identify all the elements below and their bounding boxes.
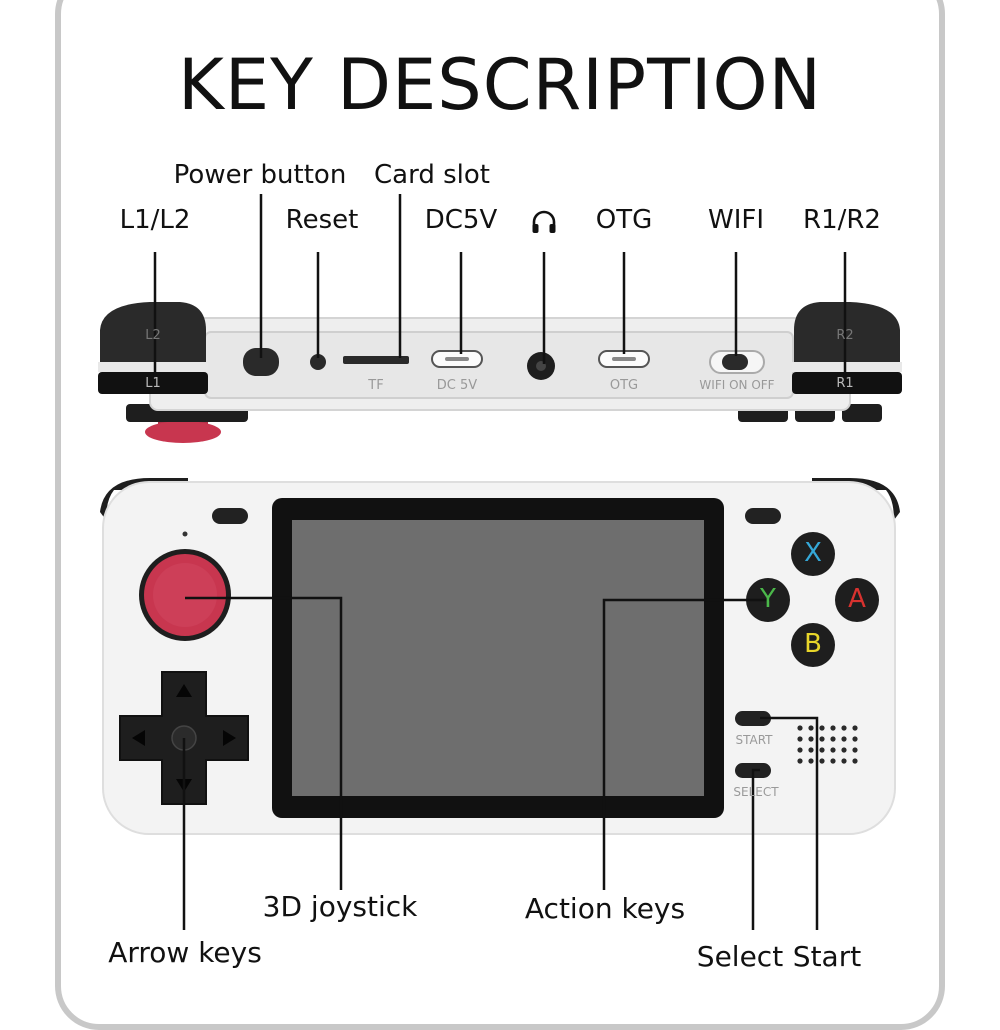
page-title: KEY DESCRIPTION <box>178 44 822 126</box>
speaker-hole <box>841 758 847 764</box>
front-small-button-right <box>745 508 781 524</box>
button-a-letter: A <box>848 584 866 614</box>
l1-text: L1 <box>145 376 161 391</box>
joystick <box>139 549 231 641</box>
dpad-left-arrow-icon <box>132 730 145 746</box>
speaker-hole <box>819 758 825 764</box>
speaker-hole <box>797 747 803 753</box>
select-text: SELECT <box>733 785 779 799</box>
button-x-letter: X <box>804 538 822 568</box>
speaker-hole <box>797 758 803 764</box>
speaker-hole <box>819 747 825 753</box>
speaker-hole <box>841 725 847 731</box>
speaker-hole <box>830 725 836 731</box>
button-a <box>835 578 879 622</box>
label-start: Start <box>792 940 862 973</box>
button-b <box>791 623 835 667</box>
headphone-icon <box>532 210 556 233</box>
otg-port-text: OTG <box>609 378 639 393</box>
shoulder-left <box>98 302 208 394</box>
dpad-up-arrow-icon <box>176 684 192 697</box>
speaker-hole <box>808 747 814 753</box>
start-text: START <box>735 733 773 747</box>
tf-text: TF <box>368 378 384 393</box>
speaker-hole <box>830 758 836 764</box>
label-card-slot: Card slot <box>374 160 490 190</box>
speaker-hole <box>819 725 825 731</box>
speaker-hole <box>819 736 825 742</box>
speaker-grille <box>797 725 858 764</box>
callout-lines <box>153 194 847 930</box>
device-illustration <box>98 194 902 930</box>
speaker-hole <box>841 736 847 742</box>
speaker-hole <box>852 747 858 753</box>
label-wifi: WIFI <box>708 205 764 235</box>
speaker-hole <box>852 736 858 742</box>
power-button <box>243 348 279 376</box>
label-action-keys: Action keys <box>524 892 686 925</box>
l2-text: L2 <box>145 328 161 343</box>
label-arrow-keys: Arrow keys <box>108 936 262 969</box>
bottom-edge-dark-r3 <box>842 404 882 422</box>
shoulder-right <box>792 302 902 394</box>
speaker-hole <box>852 725 858 731</box>
speaker-hole <box>830 747 836 753</box>
label-reset: Reset <box>285 205 359 235</box>
speaker-hole <box>808 758 814 764</box>
speaker-hole <box>808 725 814 731</box>
label-otg: OTG <box>595 205 653 235</box>
button-b-letter: B <box>804 629 822 659</box>
button-x <box>791 532 835 576</box>
r1-text: R1 <box>836 376 854 391</box>
label-dc5v: DC5V <box>424 205 498 235</box>
dc5v-port-text: DC 5V <box>436 378 478 393</box>
r2-text: R2 <box>836 328 854 343</box>
label-r1r2: R1/R2 <box>803 205 881 235</box>
front-small-button-left <box>212 508 248 524</box>
label-select: Select <box>696 940 784 973</box>
speaker-hole <box>808 736 814 742</box>
speaker-hole <box>797 725 803 731</box>
indicator-dot <box>182 531 188 537</box>
tf-card-slot <box>343 356 409 364</box>
dpad-right-arrow-icon <box>223 730 236 746</box>
speaker-hole <box>852 758 858 764</box>
label-power-button: Power button <box>173 160 347 190</box>
label-3d-joystick: 3D joystick <box>262 890 418 923</box>
button-y-letter: Y <box>760 584 776 614</box>
wifi-switch-text: WIFI ON OFF <box>699 378 775 392</box>
speaker-hole <box>797 736 803 742</box>
speaker-hole <box>830 736 836 742</box>
reset-hole <box>310 354 326 370</box>
screen <box>292 520 704 796</box>
label-l1l2: L1/L2 <box>119 205 191 235</box>
speaker-hole <box>841 747 847 753</box>
start-button <box>735 711 771 726</box>
